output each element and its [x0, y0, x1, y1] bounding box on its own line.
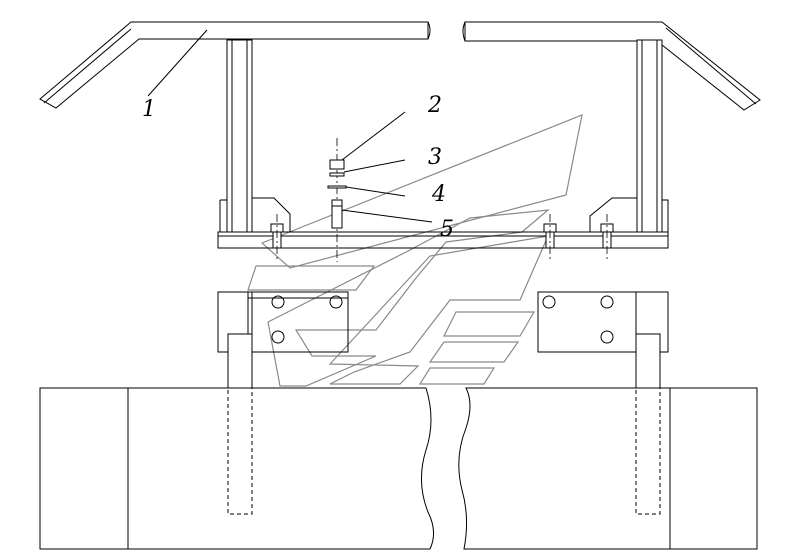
bolt	[331, 199, 343, 229]
nut	[329, 159, 345, 170]
callout-3: 3	[428, 145, 442, 170]
fastener-stack	[327, 138, 347, 262]
lower-beam	[39, 387, 758, 550]
callout-1: 1	[142, 97, 156, 122]
flat-washer	[327, 185, 347, 189]
bolt	[600, 214, 614, 262]
leader-lines	[147, 29, 433, 223]
callout-4: 4	[431, 182, 446, 207]
bolt	[543, 214, 557, 262]
left-post	[219, 39, 291, 233]
right-post	[589, 39, 669, 233]
left-clamp	[217, 291, 349, 389]
top-rail	[39, 21, 761, 111]
base-plate	[217, 231, 669, 249]
callout-labels: 1 2 3 4 5	[142, 93, 454, 242]
watermark-logo	[247, 114, 583, 387]
right-clamp	[537, 291, 669, 389]
base-bolts	[270, 214, 614, 262]
callout-2: 2	[427, 93, 442, 118]
bolt	[270, 214, 284, 262]
spring-washer	[329, 172, 345, 177]
callout-5: 5	[440, 217, 454, 242]
